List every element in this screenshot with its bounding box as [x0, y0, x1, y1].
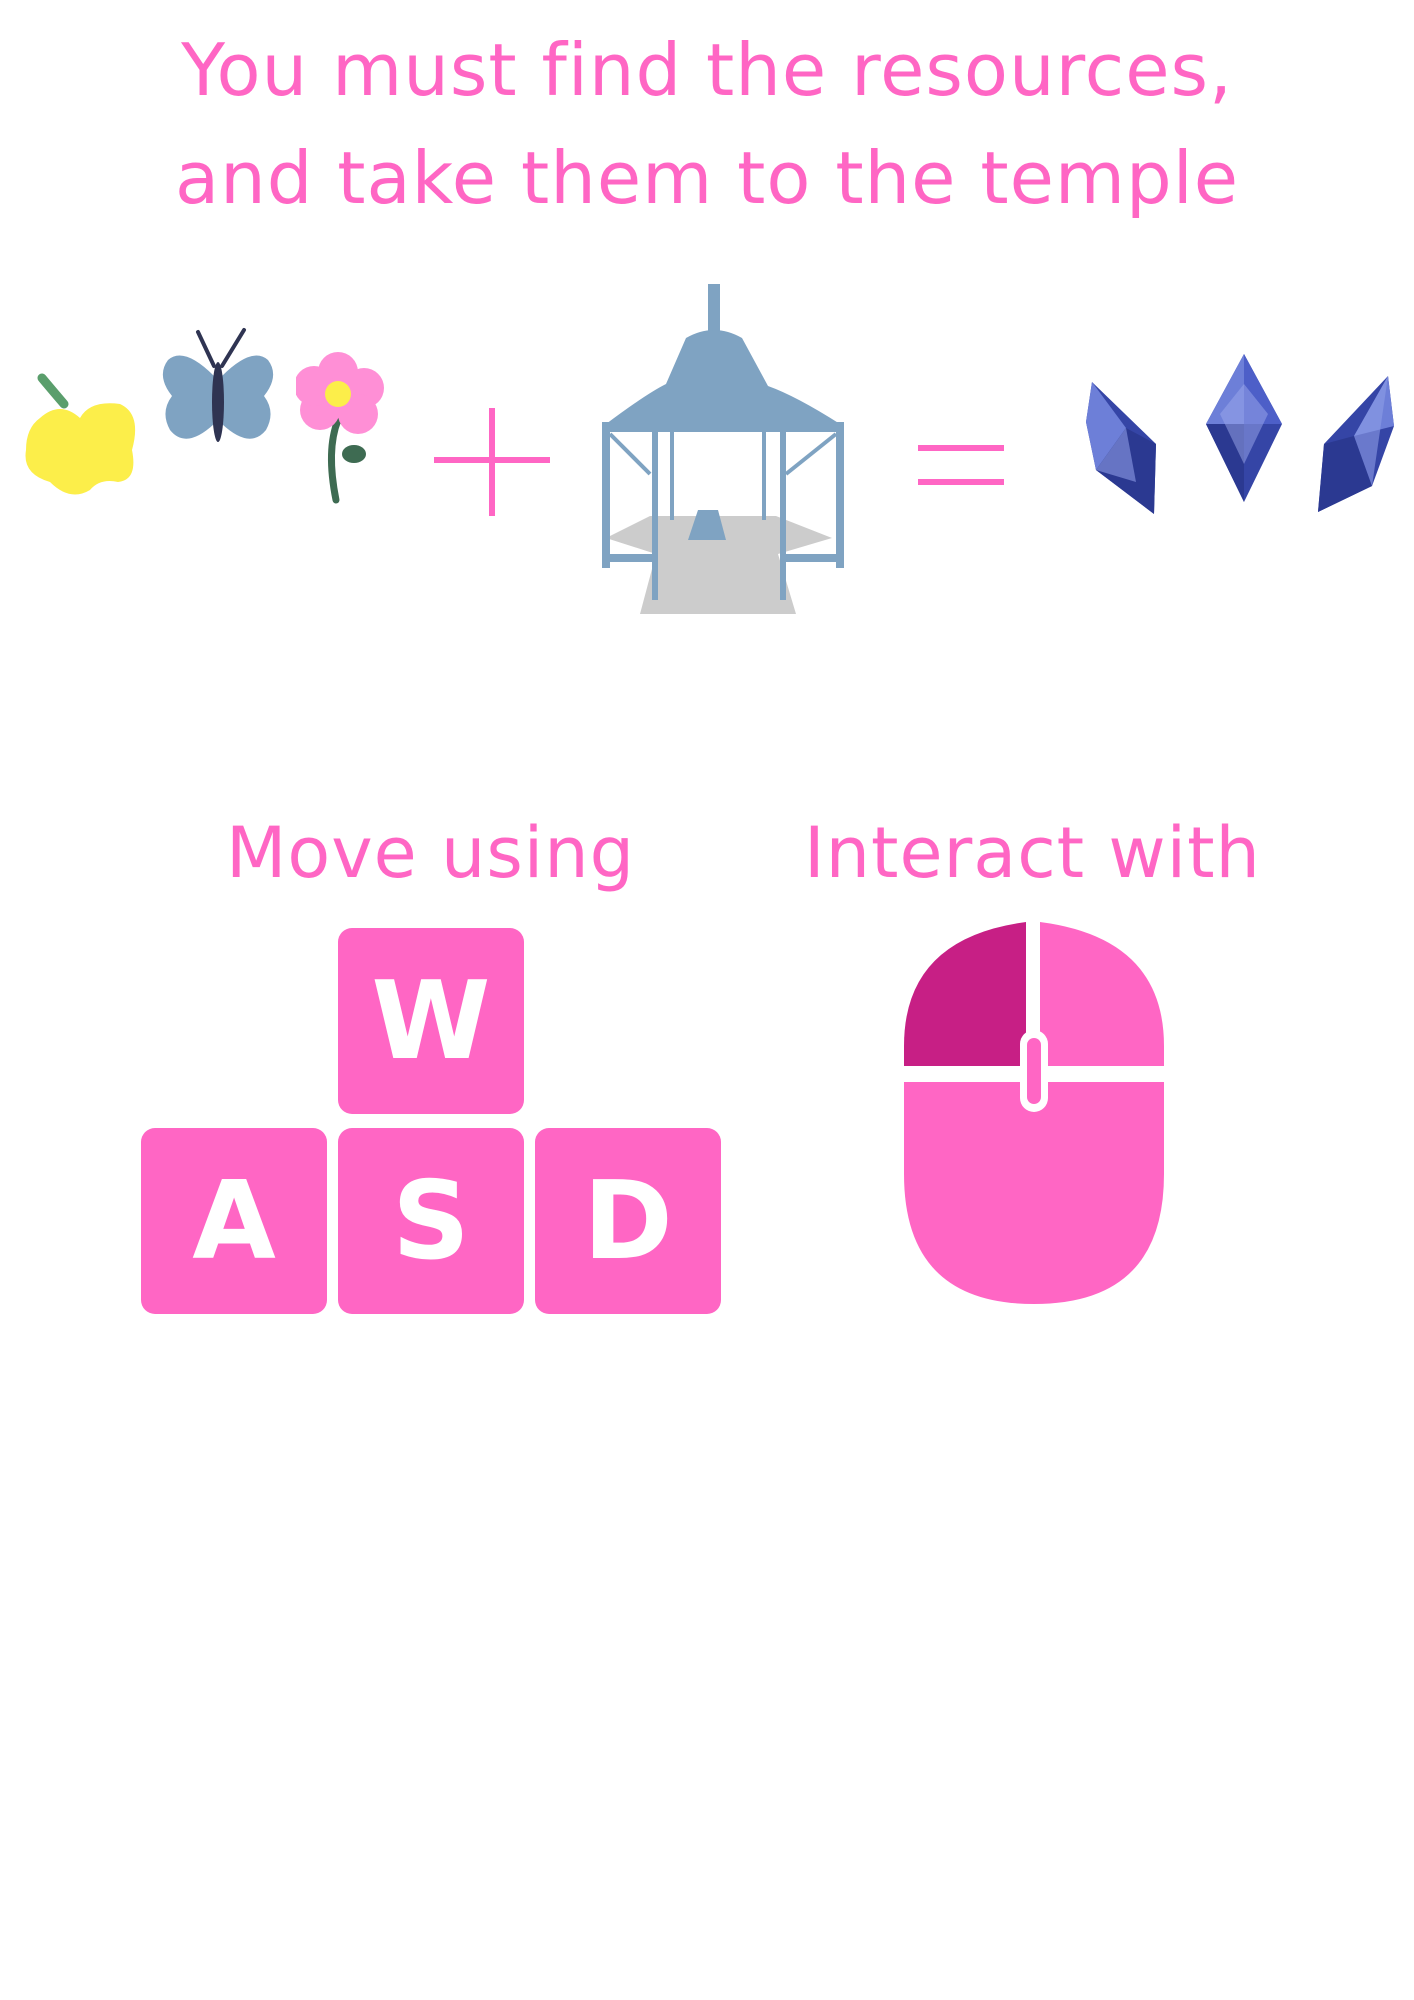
- instructions-title-line-1: You must find the resources,: [181, 28, 1233, 112]
- interact-label: Interact with: [804, 812, 1261, 894]
- equals-icon: [918, 445, 1004, 485]
- mouse-icon: [904, 922, 1164, 1304]
- plus-icon: [434, 408, 550, 516]
- key-s: S: [338, 1128, 524, 1314]
- move-label: Move using: [226, 812, 636, 894]
- mouse-left-button: [904, 922, 1026, 1066]
- key-d: D: [535, 1128, 721, 1314]
- crystal-icon: [1318, 376, 1394, 512]
- mouse-right-button: [1040, 922, 1164, 1066]
- flower-icon: [296, 352, 384, 504]
- crystal-icon: [1206, 354, 1282, 502]
- crystal-icon: [1086, 382, 1156, 514]
- apple-icon: [25, 373, 136, 495]
- key-a: A: [141, 1128, 327, 1314]
- temple-icon: [602, 284, 844, 614]
- butterfly-icon: [162, 328, 274, 442]
- key-w: W: [338, 928, 524, 1114]
- instructions-title-line-2: and take them to the temple: [174, 136, 1240, 220]
- mouse-body: [904, 1082, 1164, 1304]
